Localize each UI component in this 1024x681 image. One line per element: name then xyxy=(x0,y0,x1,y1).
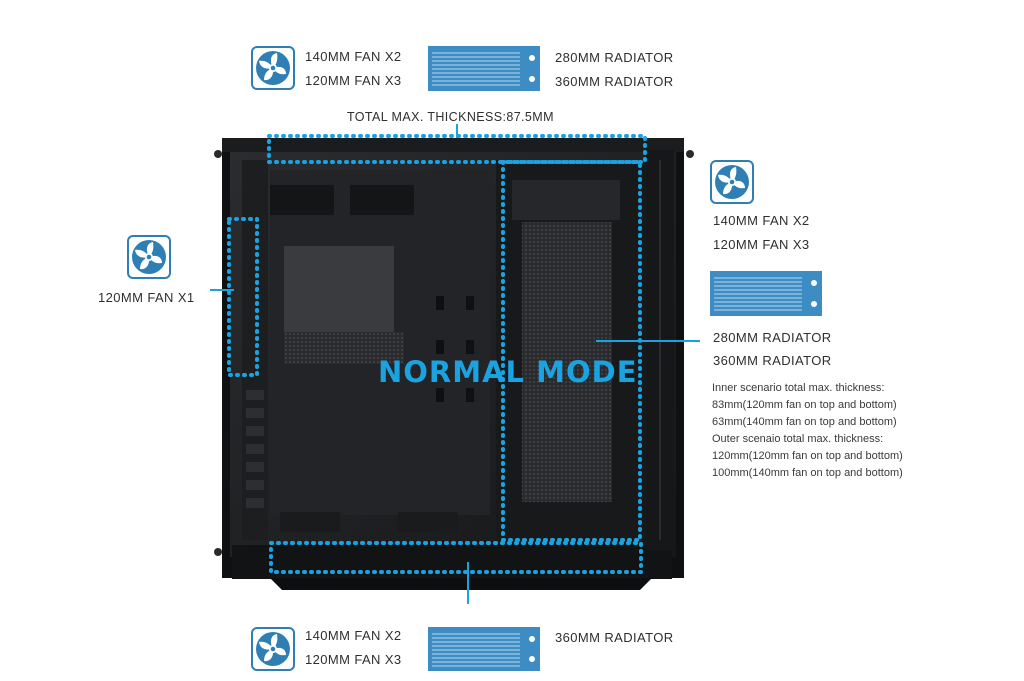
bottom-fan-line-2: 120MM FAN X3 xyxy=(305,652,402,667)
fan-icon xyxy=(251,46,295,90)
right-fan-line-2: 120MM FAN X3 xyxy=(713,237,810,252)
top-fan-line-1: 140MM FAN X2 xyxy=(305,49,402,64)
fan-icon xyxy=(710,160,754,204)
thickness-note-4: Outer scenaio total max. thickness: xyxy=(712,433,884,445)
thickness-note-3: 63mm(140mm fan on top and bottom) xyxy=(712,416,897,428)
radiator-icon xyxy=(428,627,540,671)
top-thickness-label: TOTAL MAX. THICKNESS:87.5MM xyxy=(347,110,554,124)
bottom-fan-line-1: 140MM FAN X2 xyxy=(305,628,402,643)
thickness-note-5: 120mm(120mm fan on top and bottom) xyxy=(712,450,903,462)
top-radiator-line-2: 360MM RADIATOR xyxy=(555,74,674,89)
thickness-note-1: Inner scenario total max. thickness: xyxy=(712,382,885,394)
left-fan-label: 120MM FAN X1 xyxy=(98,290,195,305)
top-radiator-line-1: 280MM RADIATOR xyxy=(555,50,674,65)
fan-icon xyxy=(127,235,171,279)
right-fan-line-1: 140MM FAN X2 xyxy=(713,213,810,228)
bottom-radiator-line-1: 360MM RADIATOR xyxy=(555,630,674,645)
right-radiator-line-2: 360MM RADIATOR xyxy=(713,353,832,368)
fan-icon xyxy=(251,627,295,671)
radiator-icon xyxy=(428,46,540,91)
mode-label: NORMAL MODE xyxy=(378,355,638,389)
radiator-icon xyxy=(710,271,822,316)
thickness-note-6: 100mm(140mm fan on top and bottom) xyxy=(712,467,903,479)
thickness-note-2: 83mm(120mm fan on top and bottom) xyxy=(712,399,897,411)
right-radiator-line-1: 280MM RADIATOR xyxy=(713,330,832,345)
top-fan-line-2: 120MM FAN X3 xyxy=(305,73,402,88)
